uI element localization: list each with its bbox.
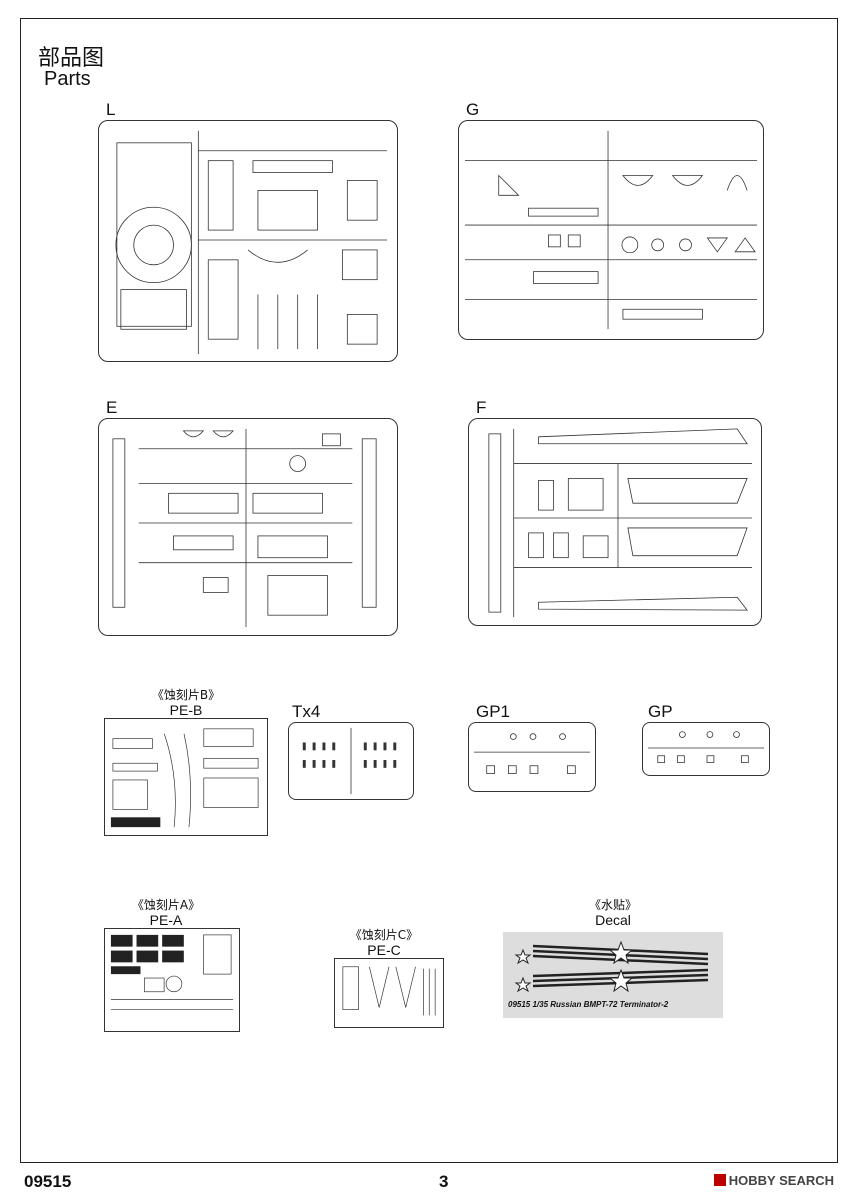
page-title-cn: 部品图: [38, 46, 105, 71]
watermark-text: HOBBY SEARCH: [728, 1173, 834, 1188]
watermark: HOBBY SEARCH: [713, 1173, 834, 1188]
pe-b-caption: PE-B: [169, 702, 203, 718]
pe-c-caption: PE-C: [367, 942, 401, 958]
sprue-f-drawing: [488, 428, 753, 618]
decal-drawing: [514, 940, 709, 993]
gp-label: GP: [648, 702, 673, 721]
sprue-l-drawing: [115, 130, 388, 355]
gp1-sprue: [468, 722, 596, 792]
decal-sheet: [503, 932, 723, 1018]
pe-a-caption: PE-A: [149, 912, 183, 928]
gp1-label: GP1: [476, 702, 511, 721]
footer-product-code: 09515: [24, 1172, 72, 1191]
sprue-label-l: L: [106, 100, 116, 119]
sprue-e-drawing: [112, 428, 377, 628]
tx4-label: Tx4: [292, 702, 321, 721]
tx4-sprue: [288, 722, 414, 800]
pe-c-drawing: [342, 966, 436, 1016]
pe-b-drawing: [110, 728, 259, 828]
sprue-e: [98, 418, 398, 636]
gp1-drawing: [473, 733, 591, 774]
sprue-label-e: E: [106, 398, 118, 417]
watermark-logo-icon: [713, 1174, 726, 1186]
pe-a-drawing: [110, 934, 234, 1010]
sprue-f: [468, 418, 762, 626]
pe-b-caption-cn: 《蚀刻片B》: [151, 688, 221, 702]
gp-sprue: [642, 722, 770, 776]
pe-c-fret: [334, 958, 444, 1028]
decal-caption: Decal: [595, 912, 631, 928]
pe-a-caption-cn: 《蚀刻片A》: [131, 898, 201, 912]
pe-c-caption-cn: 《蚀刻片C》: [349, 928, 419, 942]
pe-b-fret: [104, 718, 268, 836]
sprue-label-f: F: [476, 398, 487, 417]
decal-caption-cn: 《水贴》: [588, 898, 637, 912]
gp-drawing: [647, 731, 765, 763]
sprue-g-drawing: [464, 130, 758, 330]
page-frame: [20, 18, 838, 1163]
pe-a-fret: [104, 928, 240, 1032]
sprue-g: [458, 120, 764, 340]
footer-page-number: 3: [439, 1172, 449, 1191]
sprue-l: [98, 120, 398, 362]
decal-title-text: 09515 1/35 Russian BMPT-72 Terminator-2: [508, 1000, 669, 1009]
page-title-en: Parts: [44, 68, 91, 90]
sprue-label-g: G: [466, 100, 480, 119]
tx4-drawing: [302, 727, 397, 795]
